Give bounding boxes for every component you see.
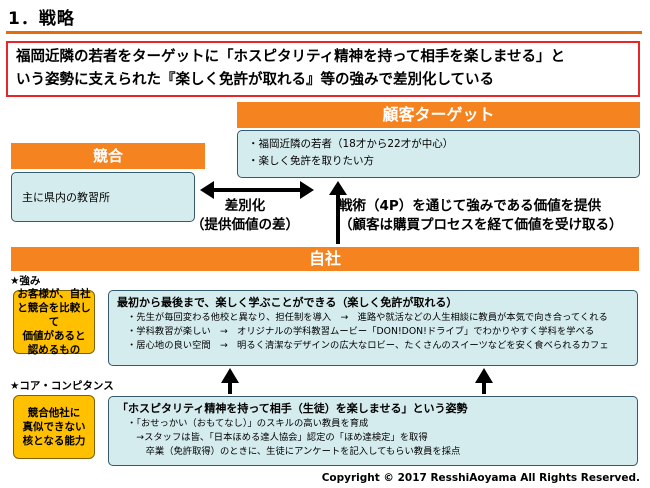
page-title: 1．戦略 bbox=[8, 9, 75, 29]
summary-line-2: いう姿勢に支えられた『楽しく免許が取れる』等の強みで差別化している bbox=[16, 72, 495, 88]
core-item: ・「おせっかい（おもてなし）」のスキルの高い教員を育成 bbox=[127, 418, 369, 429]
double-arrow-icon bbox=[200, 181, 314, 199]
target-box: ・福岡近隣の若者（18才から22才が中心） ・楽しく免許を取りたい方 bbox=[237, 130, 640, 178]
strengths-title: 最初から最後まで、楽しく学ぶことができる（楽しく免許が取れる） bbox=[117, 296, 458, 309]
core-note-line: 真似できない bbox=[22, 421, 86, 433]
technique-line-2: （顧客は購買プロセスを経て価値を受け取る） bbox=[339, 217, 623, 233]
strength-item: ・居心地の良い空間 → 明るく清潔なデザインの広大なロビー、たくさんのスイーツな… bbox=[127, 340, 609, 351]
core-note-line: 競合他社に bbox=[27, 407, 81, 419]
core-item: 卒業（免許取得）のときに、生徒にアンケートを記入してもらい教員を採点 bbox=[127, 446, 461, 457]
strength-item: ・先生が毎回変わる他校と異なり、担任制を導入 → 進路や就活などの人生相談に教員… bbox=[127, 312, 608, 323]
summary-line-1: 福岡近隣の若者をターゲットに「ホスピタリティ精神を持って相手を楽しませる」と bbox=[16, 49, 565, 65]
strengths-note-line: 価値があると bbox=[22, 330, 86, 342]
summary-box: 福岡近隣の若者をターゲットに「ホスピタリティ精神を持って相手を楽しませる」と い… bbox=[6, 41, 640, 97]
strengths-note-line: 認めるもの bbox=[27, 344, 81, 356]
strengths-note-line: お客様が、自社 bbox=[17, 288, 91, 300]
strengths-box: 最初から最後まで、楽しく学ぶことができる（楽しく免許が取れる） ・先生が毎回変わ… bbox=[108, 290, 638, 366]
differentiation-label: 差別化 （提供価値の差） bbox=[180, 197, 310, 235]
core-item: →スタッフは皆、「日本ほめる達人協会」認定の「ほめ達検定」を取得 bbox=[127, 432, 428, 443]
competitor-box: 主に県内の教習所 bbox=[11, 172, 195, 222]
target-item: ・楽しく免許を取りたい方 bbox=[248, 155, 374, 167]
competitor-header: 競合 bbox=[11, 143, 205, 169]
core-competence-label: ★コア・コンピタンス bbox=[10, 380, 114, 392]
competitor-text: 主に県内の教習所 bbox=[22, 191, 110, 204]
differentiation-line-1: 差別化 bbox=[224, 198, 266, 214]
core-competence-box: 「ホスピタリティ精神を持って相手（生徒）を楽しませる」という姿勢 ・「おせっかい… bbox=[108, 396, 638, 466]
title-underline bbox=[6, 31, 642, 34]
technique-line-1: 戦術（4P）を通じて強みである価値を提供 bbox=[339, 198, 602, 214]
up-arrow-icon bbox=[329, 181, 347, 244]
strengths-note: お客様が、自社 と競合を比較して 価値があると 認めるもの bbox=[13, 288, 95, 356]
differentiation-line-2: （提供価値の差） bbox=[191, 217, 299, 233]
core-note-line: 核となる能力 bbox=[22, 435, 86, 447]
core-title: 「ホスピタリティ精神を持って相手（生徒）を楽しませる」という姿勢 bbox=[117, 402, 468, 415]
core-note: 競合他社に 真似できない 核となる能力 bbox=[13, 395, 95, 459]
target-header: 顧客ターゲット bbox=[237, 102, 640, 128]
target-item: ・福岡近隣の若者（18才から22才が中心） bbox=[248, 138, 454, 150]
up-arrow-icon bbox=[221, 368, 239, 394]
copyright: Copyright © 2017 ResshiAoyama All Rights… bbox=[321, 472, 640, 484]
strengths-note-line: と競合を比較して bbox=[17, 302, 91, 328]
strength-item: ・学科教習が楽しい → オリジナルの学科教習ムービー「DON!DON!ドライブ」… bbox=[127, 326, 595, 337]
technique-label: 戦術（4P）を通じて強みである価値を提供 （顧客は購買プロセスを経て価値を受け取… bbox=[339, 197, 639, 235]
company-header: 自社 bbox=[11, 247, 639, 271]
strengths-label: ★強み bbox=[10, 275, 41, 287]
up-arrow-icon bbox=[475, 368, 493, 394]
